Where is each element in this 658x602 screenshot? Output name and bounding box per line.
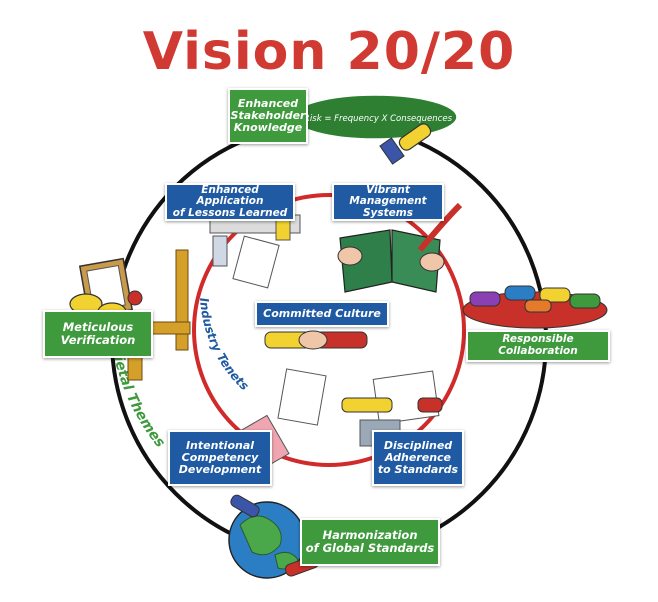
box-label: Responsible Collaboration bbox=[498, 333, 578, 357]
box-vibrant-management-systems: Vibrant Management Systems bbox=[332, 183, 444, 221]
diagram-title: Vision 20/20 bbox=[142, 22, 516, 82]
book-illustration bbox=[337, 202, 463, 293]
hands-group-illustration bbox=[462, 285, 608, 329]
box-meticulous-verification: Meticulous Verification bbox=[43, 310, 153, 358]
inner-ring bbox=[192, 193, 466, 467]
box-committed-culture: Committed Culture bbox=[255, 301, 389, 327]
box-label: Enhanced Application of Lessons Learned bbox=[172, 183, 288, 219]
box-disciplined-adherence-standards: Disciplined Adherence to Standards bbox=[372, 430, 464, 486]
box-label: Harmonization of Global Standards bbox=[305, 528, 435, 555]
box-label: Intentional Competency Development bbox=[178, 438, 262, 477]
box-label: Enhanced Stakeholder Knowledge bbox=[230, 96, 306, 135]
handshake-illustration bbox=[264, 330, 368, 350]
box-enhanced-application-lessons: Enhanced Application of Lessons Learned bbox=[165, 183, 295, 221]
risk-formula-text: Risk = Frequency X Consequences bbox=[304, 114, 453, 124]
box-responsible-collaboration: Responsible Collaboration bbox=[466, 330, 610, 362]
box-enhanced-stakeholder-knowledge: Enhanced Stakeholder Knowledge bbox=[228, 88, 308, 144]
box-label: Meticulous Verification bbox=[60, 320, 136, 347]
hand-pen-illustration bbox=[379, 123, 432, 165]
box-label: Vibrant Management Systems bbox=[349, 183, 427, 219]
box-intentional-competency-development: Intentional Competency Development bbox=[168, 430, 272, 486]
globe-illustration bbox=[228, 494, 320, 579]
box-label: Committed Culture bbox=[263, 306, 381, 320]
box-harmonization-global-standards: Harmonization of Global Standards bbox=[300, 518, 440, 566]
box-label: Disciplined Adherence to Standards bbox=[377, 438, 459, 477]
standards-illustration bbox=[341, 370, 443, 447]
clipboard-illustration bbox=[69, 257, 134, 322]
